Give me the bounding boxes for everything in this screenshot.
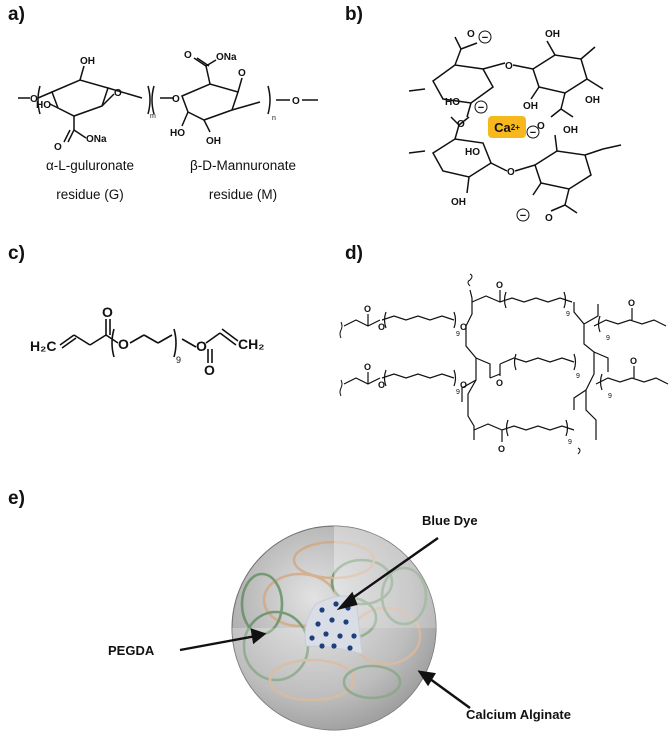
minus-charge [516,208,530,222]
atom-o: O [457,119,465,130]
atom-o: O [364,304,371,314]
atom-o: O [118,336,129,352]
caption-guluronate: α-L-guluronate residue (G) [20,158,160,202]
egg-box-structure: O OH O HO O OH OH O HO OH O OH O − − − − [408,29,622,224]
subscript-nine: 9 [456,331,460,338]
pegda-fiber [342,664,402,700]
arrow-blue-dye [343,537,439,605]
atom-ona: ONa [216,52,237,63]
arrow-pegda [179,634,257,652]
subscript-nine: 9 [576,373,580,380]
atom-o: O [460,380,467,390]
callout-pegda: PEGDA [108,643,155,658]
atom-o: O [114,88,122,99]
pegda-network-structure: O O O O O O O O O O O 9 9 9 9 9 9 9 [339,273,669,455]
atom-ho: HO [36,100,51,111]
atom-ho: HO [465,147,480,158]
atom-o: O [378,322,385,332]
atom-o: O [507,167,515,178]
subscript-m: m [150,113,156,120]
subscript-nine: 9 [606,335,610,342]
pegda-monomer-structure: H₂C O O O O CH₂ 9 [30,304,264,378]
atom-o: O [496,378,503,388]
atom-o: O [30,94,38,105]
caption-g-line1: α-L-guluronate [45,158,135,173]
panel-label-b: b) [345,4,363,25]
atom-ch2: CH₂ [238,336,264,352]
alginate-structure: O OH HO O ONa O m O O ONa O HO OH n O [18,50,318,153]
minus-charge [478,30,492,44]
bead-lower-highlight [232,628,436,730]
callout-blue-dye: Blue Dye [422,513,478,528]
arrow-calcium-alginate [425,675,471,709]
atom-oh: OH [80,56,95,67]
minus-charge [526,125,540,139]
alginate-fiber [292,540,376,580]
pegda-fiber [380,566,428,626]
atom-o: O [292,96,300,107]
subscript-nine: 9 [608,393,612,400]
panel-label-d: d) [345,243,363,264]
minus-sign: − [478,102,484,114]
atom-h2c: H₂C [30,338,56,354]
caption-mannuronate: β-D-Mannuronate residue (M) [168,158,318,202]
atom-o: O [545,213,553,224]
hydrogel-bead-illustration [179,525,471,731]
panel-label-e: e) [8,488,25,509]
atom-o: O [537,121,545,132]
caption-m-line2: residue (M) [208,187,278,202]
atom-oh: OH [585,95,600,106]
minus-charge [474,100,488,114]
calcium-ion-charge: 2+ [510,122,520,132]
atom-o: O [364,362,371,372]
atom-o: O [498,444,505,454]
atom-o: O [238,68,246,79]
panel-label-c: c) [8,243,25,264]
caption-m-line1: β-D-Mannuronate [189,158,297,173]
atom-ho: HO [445,97,460,108]
dye-dots [309,601,357,651]
atom-o: O [378,380,385,390]
atom-oh: OH [523,101,538,112]
minus-sign: − [530,127,536,139]
atom-o: O [196,338,207,354]
atom-ho: HO [170,128,185,139]
atom-o: O [54,142,62,153]
subscript-nine: 9 [456,389,460,396]
atom-o: O [184,50,192,61]
subscript-nine: 9 [566,311,570,318]
atom-o: O [172,94,180,105]
atom-o: O [460,322,467,332]
calcium-ion-symbol: Ca [494,119,511,135]
atom-o: O [102,304,113,320]
atom-o: O [496,280,503,290]
atom-o: O [204,362,215,378]
subscript-n: n [272,115,276,122]
atom-oh: OH [206,136,221,147]
bead-highlight [334,526,436,628]
atom-oh: OH [545,29,560,40]
atom-o: O [505,61,513,72]
atom-oh: OH [563,125,578,136]
subscript-nine: 9 [176,355,181,365]
pegda-fiber [330,558,394,606]
atom-oh: OH [451,197,466,208]
subscript-nine: 9 [568,439,572,446]
panel-label-a: a) [8,4,25,25]
atom-ona: ONa [86,134,107,145]
alginate-fiber [268,658,356,702]
atom-o: O [630,356,637,366]
caption-g-line2: residue (G) [56,187,124,202]
callout-calcium-alginate: Calcium Alginate [466,707,571,722]
minus-sign: − [482,32,488,44]
atom-o: O [467,29,475,40]
atom-o: O [628,298,635,308]
minus-sign: − [520,210,526,222]
